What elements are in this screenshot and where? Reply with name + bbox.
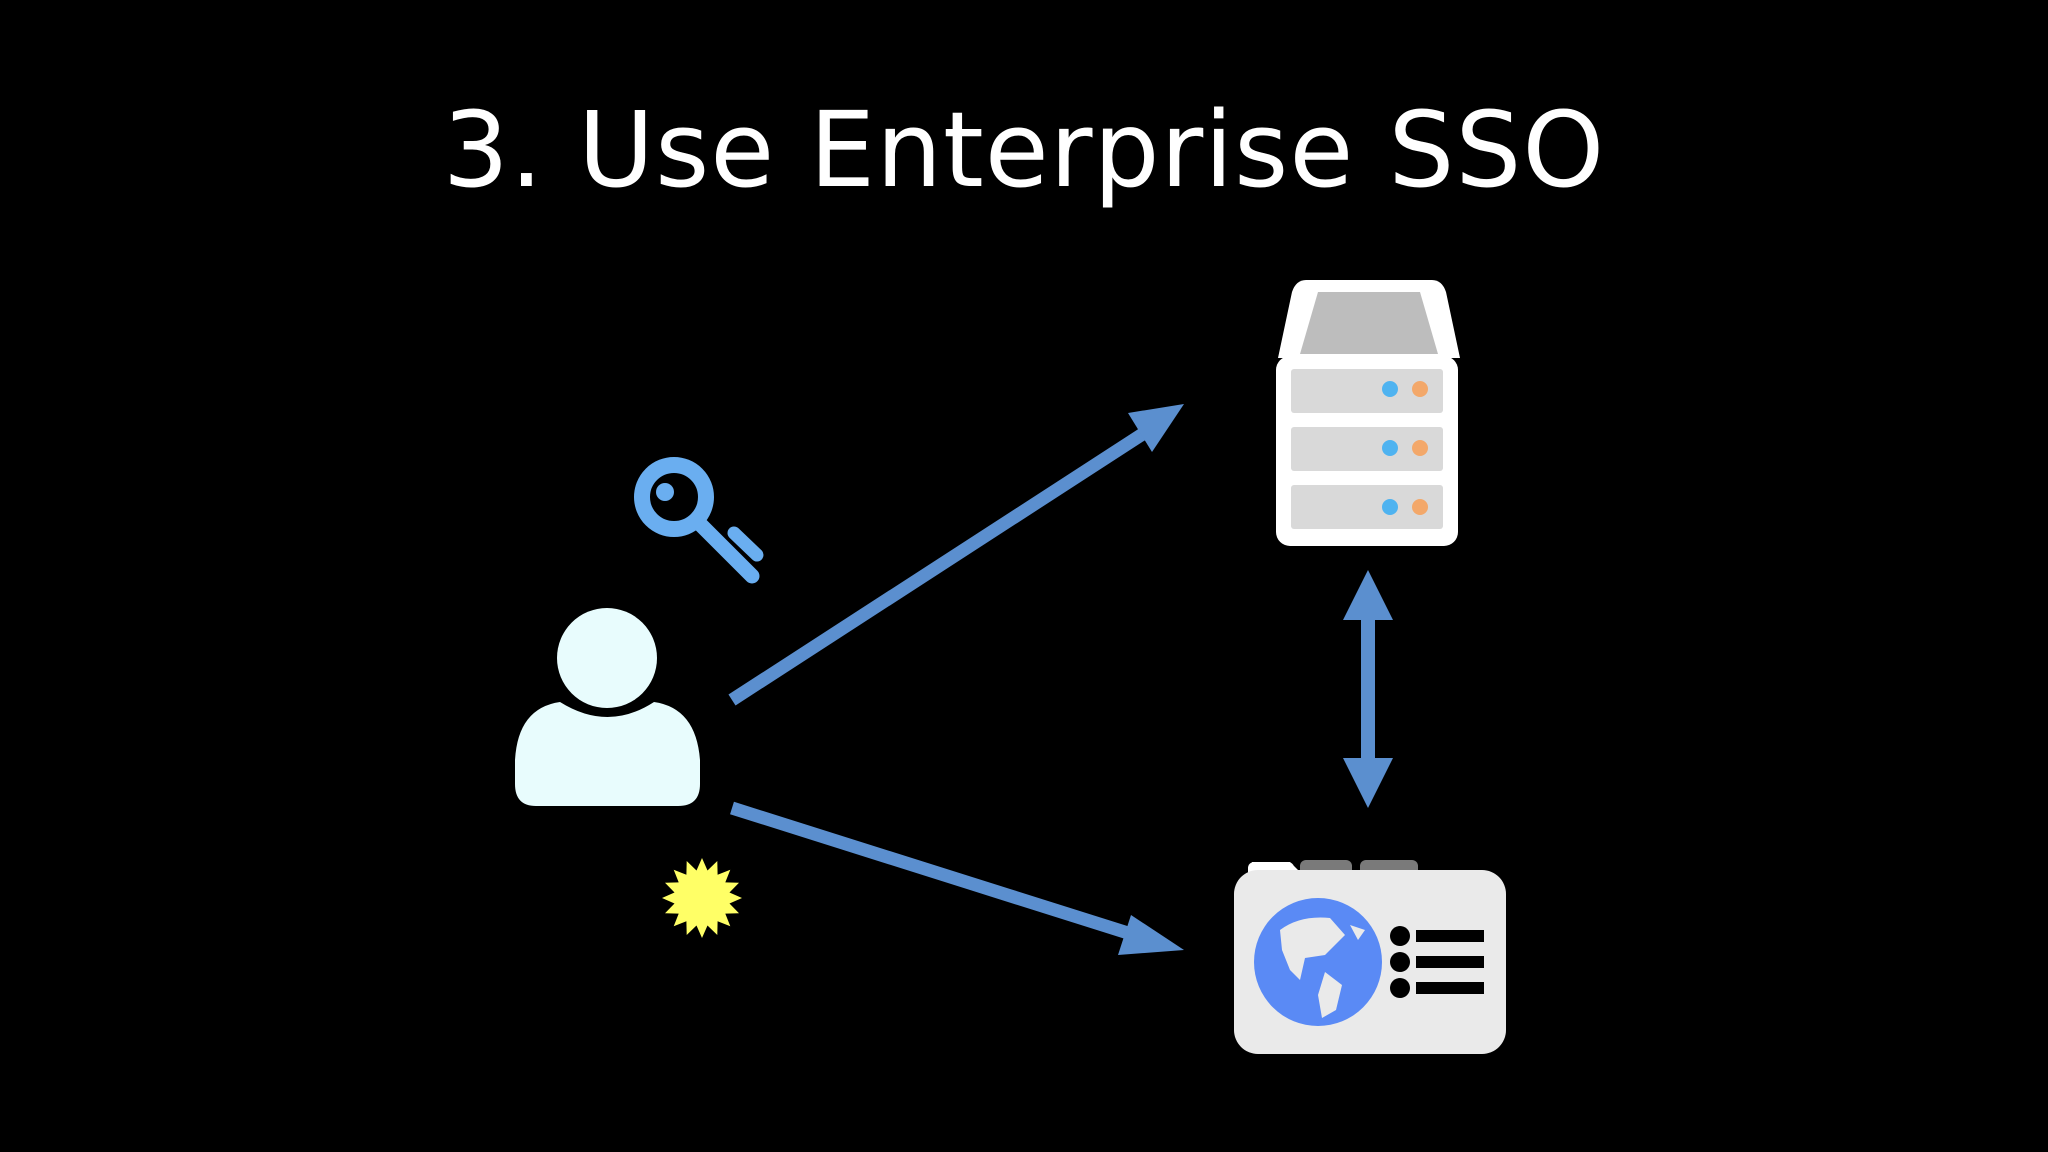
arrow-server-web-app-bidirectional bbox=[1343, 570, 1393, 808]
server-rack-icon bbox=[1276, 280, 1460, 546]
arrow-user-to-server bbox=[728, 404, 1184, 706]
arrow-user-to-web-app bbox=[730, 801, 1184, 955]
user-icon bbox=[515, 608, 700, 806]
burst-icon bbox=[662, 858, 742, 938]
slide-title: 3. Use Enterprise SSO bbox=[442, 89, 1606, 211]
key-icon bbox=[634, 457, 764, 584]
web-browser-icon bbox=[1234, 860, 1506, 1054]
